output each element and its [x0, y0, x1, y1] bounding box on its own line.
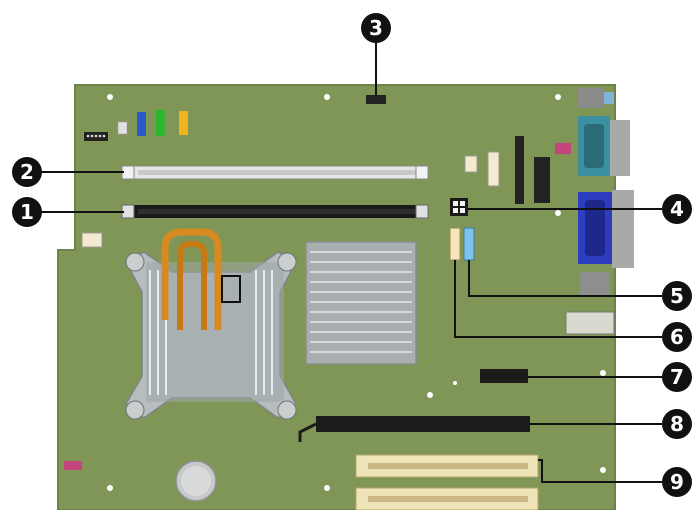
pink-header — [555, 143, 571, 154]
sata-header — [488, 152, 499, 186]
callout-1: 1 — [12, 197, 42, 227]
chipset-heatsink — [306, 242, 416, 364]
callout-7: 7 — [662, 362, 692, 392]
svg-text:4: 4 — [670, 197, 684, 221]
dimm-slot-1 — [122, 205, 428, 218]
callout-4: 4 — [662, 194, 692, 224]
svg-text:1: 1 — [20, 200, 34, 224]
svg-text:9: 9 — [670, 470, 684, 494]
callout-6: 6 — [662, 322, 692, 352]
svg-text:7: 7 — [670, 365, 684, 389]
svg-text:8: 8 — [670, 412, 684, 436]
cmos-battery — [176, 461, 216, 501]
callout-9: 9 — [662, 467, 692, 497]
callout-8: 8 — [662, 409, 692, 439]
svg-text:3: 3 — [369, 16, 383, 40]
pin-header-a — [515, 136, 524, 204]
sata-connector-blue — [464, 228, 474, 260]
callout-5: 5 — [662, 281, 692, 311]
four-pin-power-connector — [450, 198, 468, 216]
svg-text:5: 5 — [670, 284, 684, 308]
fan-header — [465, 156, 477, 172]
pcie-x1-slot — [480, 369, 528, 383]
dimm-slot-2 — [122, 166, 428, 179]
bottom-left-header — [64, 461, 82, 470]
callout-2: 2 — [12, 157, 42, 187]
svg-text:6: 6 — [670, 325, 684, 349]
top-header-connector — [366, 95, 386, 104]
callout-3: 3 — [361, 13, 391, 43]
svg-text:2: 2 — [20, 160, 34, 184]
sata-connector-beige — [450, 228, 460, 260]
aux-power-connector — [82, 233, 102, 247]
pin-header-b — [534, 157, 550, 203]
